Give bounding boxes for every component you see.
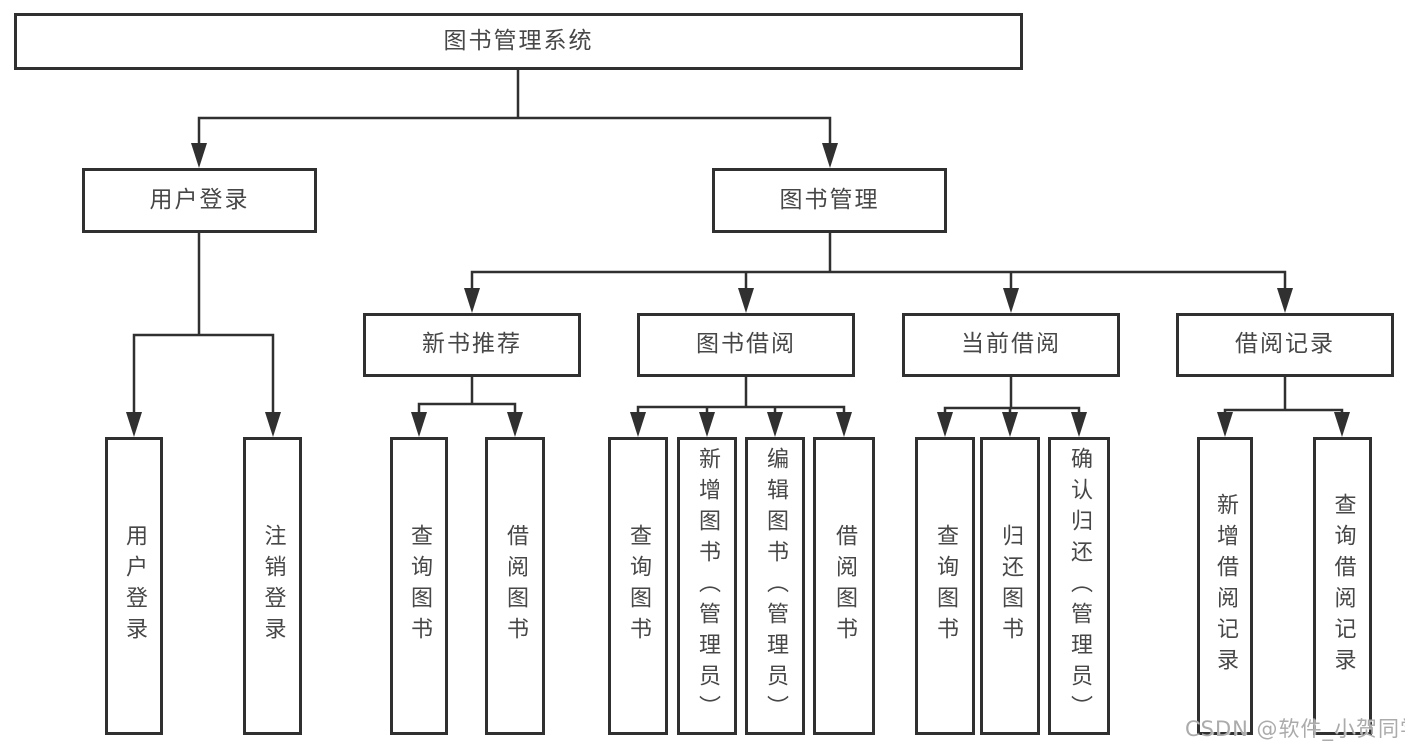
leaf-recommend-borrow-books-label: 借阅图书: [503, 524, 528, 648]
leaf-borrowing-add-books-admin-label: 新增图书（管理员）: [695, 446, 720, 726]
node-book-borrowing-label: 图书借阅: [696, 331, 796, 358]
leaf-borrowing-query-books-label: 查询图书: [626, 524, 651, 648]
node-borrowing-records-label: 借阅记录: [1235, 331, 1335, 358]
node-book-management-label: 图书管理: [779, 186, 880, 213]
node-user-login-label: 用户登录: [149, 186, 250, 213]
leaf-recommend-query-books-label: 查询图书: [407, 524, 432, 648]
leaf-borrowing-edit-books-admin: 编辑图书（管理员）: [745, 437, 805, 735]
leaf-borrowing-edit-books-admin-label: 编辑图书（管理员）: [763, 446, 788, 726]
node-current-borrowing: 当前借阅: [902, 313, 1120, 377]
leaf-recommend-query-books: 查询图书: [390, 437, 448, 735]
leaf-logout-login-label: 注销登录: [260, 524, 286, 648]
leaf-user-login: 用户登录: [105, 437, 163, 735]
leaf-records-query-record-label: 查询借阅记录: [1330, 493, 1356, 679]
node-user-login: 用户登录: [82, 168, 317, 233]
node-book-borrowing: 图书借阅: [637, 313, 855, 377]
node-book-management: 图书管理: [712, 168, 947, 233]
leaf-recommend-borrow-books: 借阅图书: [485, 437, 545, 735]
leaf-current-confirm-return-admin: 确认归还（管理员）: [1048, 437, 1110, 735]
leaf-records-add-record: 新增借阅记录: [1197, 437, 1253, 735]
leaf-current-return-books-label: 归还图书: [998, 524, 1023, 648]
node-library-system-label: 图书管理系统: [443, 27, 594, 54]
leaf-user-login-label: 用户登录: [122, 524, 147, 648]
node-new-book-recommend-label: 新书推荐: [422, 331, 522, 358]
leaf-borrowing-borrow-books: 借阅图书: [813, 437, 875, 735]
leaf-borrowing-borrow-books-label: 借阅图书: [832, 524, 857, 648]
leaf-current-confirm-return-admin-label: 确认归还（管理员）: [1067, 446, 1092, 726]
node-borrowing-records: 借阅记录: [1176, 313, 1394, 377]
node-new-book-recommend: 新书推荐: [363, 313, 581, 377]
leaf-current-query-books: 查询图书: [915, 437, 975, 735]
node-current-borrowing-label: 当前借阅: [961, 331, 1061, 358]
node-library-system: 图书管理系统: [14, 13, 1023, 70]
leaf-records-query-record: 查询借阅记录: [1313, 437, 1372, 735]
leaf-current-return-books: 归还图书: [980, 437, 1040, 735]
watermark: CSDN @软件_小贺同学: [1185, 717, 1405, 741]
leaf-borrowing-add-books-admin: 新增图书（管理员）: [677, 437, 737, 735]
leaf-records-add-record-label: 新增借阅记录: [1213, 493, 1238, 679]
leaf-current-query-books-label: 查询图书: [933, 524, 958, 648]
leaf-logout-login: 注销登录: [243, 437, 302, 735]
leaf-borrowing-query-books: 查询图书: [608, 437, 668, 735]
